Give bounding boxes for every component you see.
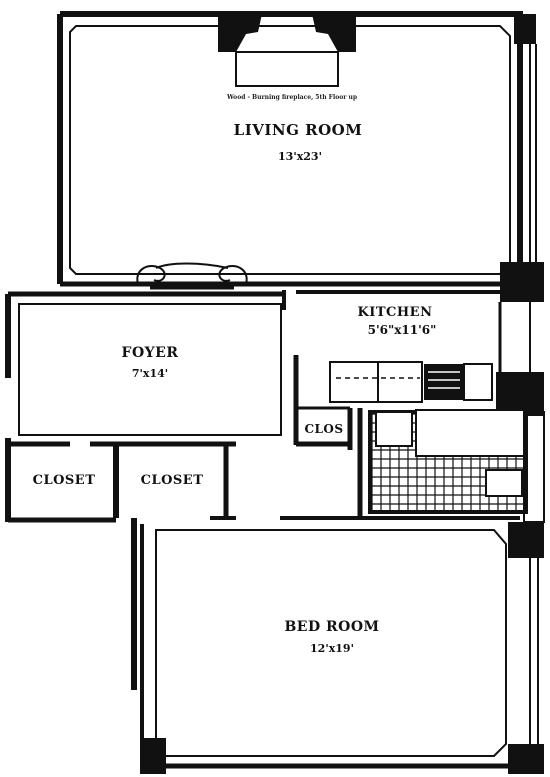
fireplace-note: Wood - Burning fireplace, 5th Floor up [226, 94, 357, 101]
living-room-dims: 13'x23' [278, 150, 322, 163]
wall-jamb [500, 262, 544, 302]
window-jamb [508, 522, 544, 558]
window-jamb [514, 14, 536, 44]
living-room: Wood - Burning fireplace, 5th Floor up L… [57, 11, 542, 302]
foyer-label: FOYER [122, 345, 179, 361]
clos-label: CLOS [304, 422, 343, 436]
kitchen-label: KITCHEN [358, 305, 433, 320]
kitchen: KITCHEN 5'6"x11'6" [293, 262, 545, 523]
kitchen-dims: 5'6"x11'6" [368, 323, 437, 337]
sink [485, 469, 523, 497]
arch-ornament [136, 262, 248, 290]
bedroom-dims: 12'x19' [310, 642, 354, 655]
closet-left-label: CLOSET [33, 473, 96, 488]
living-room-label: LIVING ROOM [234, 121, 363, 139]
foyer-dims: 7'x14' [132, 367, 168, 380]
stove [424, 364, 464, 400]
clos: CLOS [296, 406, 363, 518]
tub [415, 409, 525, 457]
tile-floor [368, 409, 528, 514]
wall-jamb [496, 372, 544, 416]
closets: CLOSET CLOSET [5, 438, 236, 523]
foyer: FOYER 7'x14' [5, 290, 286, 436]
fireplace [218, 14, 356, 87]
foyer-rug [18, 303, 282, 436]
window-jamb [508, 744, 544, 774]
closet-right-label: CLOSET [141, 473, 204, 488]
bedroom: BED ROOM 12'x19' [131, 516, 544, 774]
bedroom-label: BED ROOM [284, 619, 379, 635]
fixture [375, 411, 413, 447]
kitchen-counter [329, 361, 493, 403]
window-jamb [140, 738, 166, 774]
